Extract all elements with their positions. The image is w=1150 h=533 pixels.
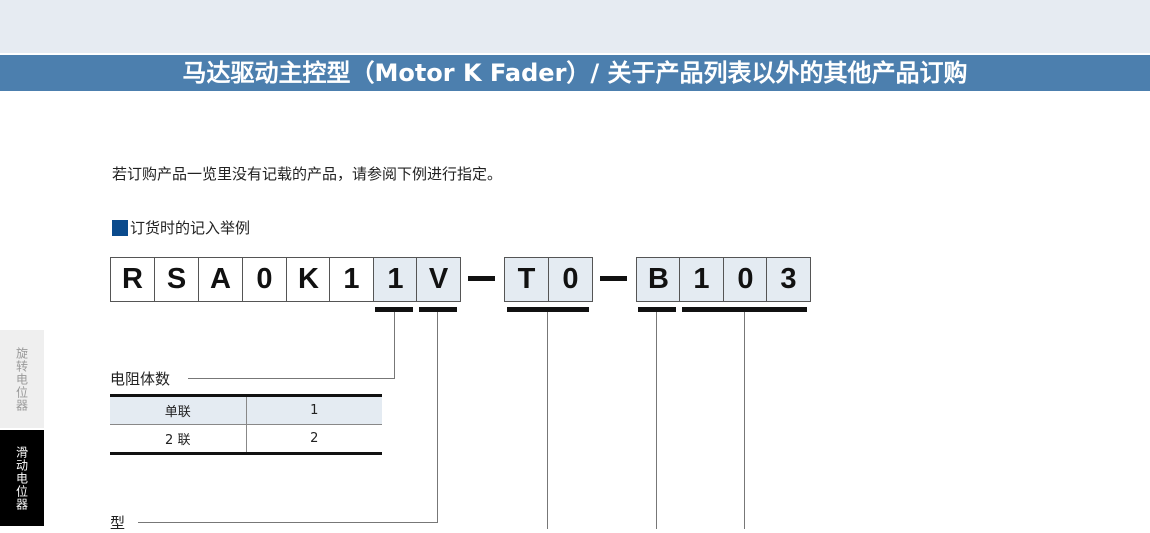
table-cell: 2 [246, 424, 382, 455]
code-char: 1 [329, 257, 374, 302]
underline [507, 307, 589, 312]
code-char: B [636, 257, 681, 302]
table-cell: 1 [246, 394, 382, 425]
leader-line [744, 312, 745, 529]
leader-line [437, 312, 438, 523]
underline [419, 307, 457, 312]
table-cell: 2 联 [110, 424, 247, 455]
code-char: 0 [548, 257, 593, 302]
page-title: 马达驱动主控型（Motor K Fader）/ 关于产品列表以外的其他产品订购 [0, 55, 1150, 91]
side-tab-slide[interactable]: 滑动电位器 [0, 430, 44, 526]
code-char: 3 [766, 257, 811, 302]
type-label: 型 [110, 514, 126, 532]
dash [468, 276, 495, 281]
code-char: A [198, 257, 243, 302]
code-char: T [504, 257, 549, 302]
underline [682, 307, 807, 312]
code-char: 1 [679, 257, 724, 302]
code-char: K [286, 257, 331, 302]
leader-line [656, 312, 657, 529]
side-tab-rotary[interactable]: 旋转电位器 [0, 330, 44, 428]
underline [638, 307, 676, 312]
code-char: S [154, 257, 199, 302]
code-char: 0 [242, 257, 287, 302]
top-band [0, 0, 1150, 53]
table-cell: 单联 [110, 394, 247, 425]
leader-line [394, 312, 395, 378]
resistor-count-label: 电阻体数 [110, 370, 171, 388]
underline [375, 307, 413, 312]
section-heading: 订货时的记入举例 [112, 217, 250, 238]
code-char-resistor-count: 1 [373, 257, 418, 302]
code-char-type: V [416, 257, 461, 302]
square-bullet-icon [112, 219, 128, 236]
section-label: 订货时的记入举例 [130, 219, 251, 237]
code-char: R [110, 257, 155, 302]
leader-line [138, 522, 438, 523]
code-char: 0 [723, 257, 768, 302]
dash [600, 276, 627, 281]
leader-line [547, 312, 548, 529]
intro-text: 若订购产品一览里没有记载的产品，请参阅下例进行指定。 [112, 165, 503, 183]
leader-line [188, 378, 395, 379]
